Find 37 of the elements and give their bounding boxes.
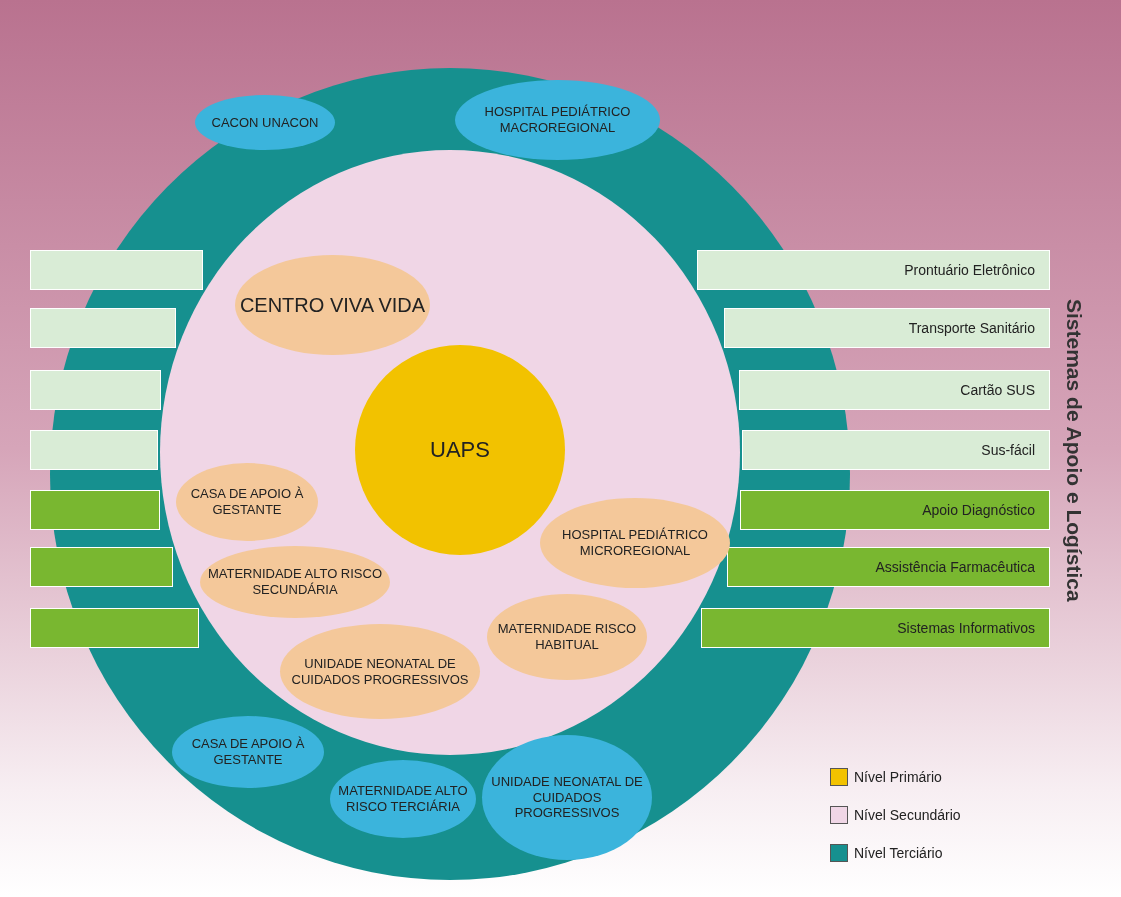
- band: [724, 308, 1050, 348]
- node-label: MATERNIDADE RISCO HABITUAL: [496, 621, 638, 653]
- node-label: MATERNIDADE ALTO RISCO SECUNDÁRIA: [206, 566, 384, 598]
- band: [739, 490, 1050, 530]
- band-segment: [30, 250, 204, 290]
- band-segment: [30, 490, 161, 530]
- band-segment: [30, 608, 200, 648]
- band: [700, 608, 1050, 648]
- side-label: Sistemas de Apoio e Logística: [1062, 297, 1086, 604]
- legend-label: Nível Terciário: [854, 845, 943, 861]
- band-label: Sistemas Informativos: [897, 619, 1035, 637]
- band-label: Sus-fácil: [981, 441, 1035, 459]
- node-label: CASA DE APOIO À GESTANTE: [190, 736, 306, 768]
- band-label: Apoio Diagnóstico: [922, 501, 1035, 519]
- band-label: Prontuário Eletrônico: [904, 261, 1035, 279]
- band: [739, 370, 1050, 410]
- legend-label: Nível Secundário: [854, 807, 961, 823]
- band-segment: [30, 370, 161, 410]
- band-segment: [30, 430, 158, 470]
- band: [742, 430, 1050, 470]
- node-label: CACON UNACON: [211, 114, 319, 131]
- node-label: HOSPITAL PEDIÁTRICO MACROREGIONAL: [483, 104, 632, 136]
- node-label: UNIDADE NEONATAL DE CUIDADOS PROGRESSIVOS: [490, 774, 644, 821]
- band-label: Assistência Farmacêutica: [875, 558, 1035, 576]
- node-label: CASA DE APOIO À GESTANTE: [189, 486, 305, 518]
- node-label: CENTRO VIVA VIDA: [239, 293, 426, 317]
- band-segment: [30, 308, 176, 348]
- legend-label: Nível Primário: [854, 769, 942, 785]
- band: [696, 250, 1050, 290]
- node-label: MATERNIDADE ALTO RISCO TERCIÁRIA: [337, 783, 469, 815]
- node-label: UAPS: [430, 436, 490, 464]
- band-label: Cartão SUS: [960, 381, 1035, 399]
- band-segment: [30, 547, 173, 587]
- band-label: Transporte Sanitário: [908, 319, 1035, 337]
- node-label: HOSPITAL PEDIÁTRICO MICROREGIONAL: [561, 527, 709, 559]
- band: [727, 547, 1050, 587]
- node-label: UNIDADE NEONATAL DE CUIDADOS PROGRESSIVOS: [290, 655, 470, 688]
